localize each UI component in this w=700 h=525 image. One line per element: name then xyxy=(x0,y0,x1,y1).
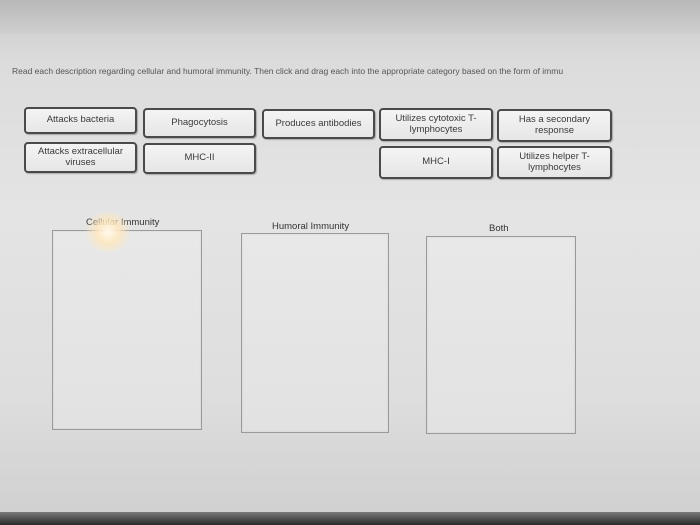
tile-mhc-i[interactable]: MHC-I xyxy=(379,146,493,179)
screen-bottom-edge xyxy=(0,512,700,525)
browser-top-bar xyxy=(0,0,700,34)
tile-utilizes-helper-t-lymphocytes[interactable]: Utilizes helper T-lymphocytes xyxy=(497,146,612,179)
tile-attacks-bacteria[interactable]: Attacks bacteria xyxy=(24,107,137,134)
tile-has-secondary-response[interactable]: Has a secondary response xyxy=(497,109,612,142)
zone-label-cellular-immunity: Cellular Immunity xyxy=(86,217,160,228)
instructions-text: Read each description regarding cellular… xyxy=(12,66,564,76)
drop-zone-humoral-immunity[interactable] xyxy=(241,233,389,433)
tile-attacks-extracellular-viruses[interactable]: Attacks extracellular viruses xyxy=(24,142,137,173)
tile-phagocytosis[interactable]: Phagocytosis xyxy=(143,108,256,138)
drop-zone-cellular-immunity[interactable] xyxy=(52,230,202,430)
tile-produces-antibodies[interactable]: Produces antibodies xyxy=(262,109,375,139)
drop-zone-both[interactable] xyxy=(426,236,576,434)
zone-label-both: Both xyxy=(489,223,509,234)
tile-mhc-ii[interactable]: MHC-II xyxy=(143,143,256,174)
zone-label-humoral-immunity: Humoral Immunity xyxy=(272,221,350,232)
tile-utilizes-cytotoxic-t-lymphocytes[interactable]: Utilizes cytotoxic T-lymphocytes xyxy=(379,108,493,141)
